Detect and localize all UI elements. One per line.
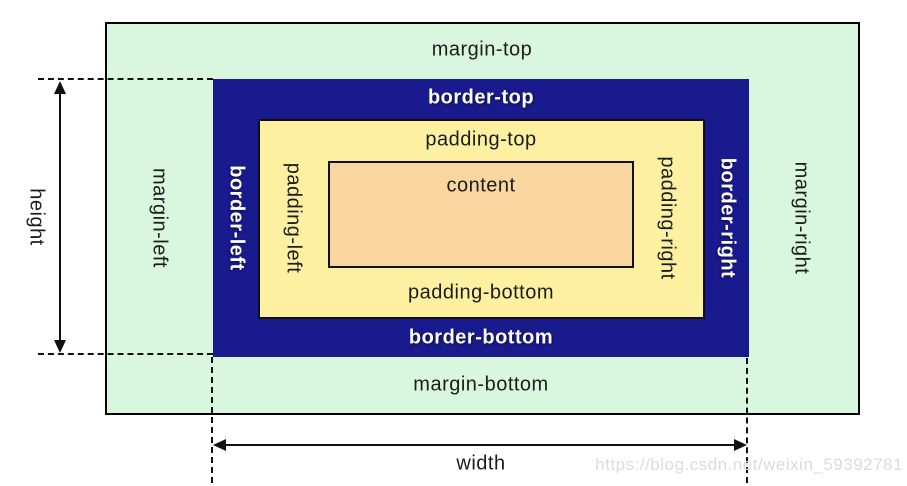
margin-top-label: margin-top (431, 38, 533, 61)
dashed-guide-border-bottom (38, 353, 213, 355)
padding-bottom-label: padding-bottom (408, 281, 554, 304)
dashed-guide-border-left-edge (211, 357, 213, 483)
padding-top-label: padding-top (425, 128, 537, 151)
margin-right-label: margin-right (790, 161, 813, 275)
border-left-label: border-left (225, 165, 248, 271)
margin-left-label: margin-left (148, 168, 171, 268)
height-arrow-line (59, 88, 61, 348)
width-arrow-line (222, 444, 737, 446)
height-label: height (25, 188, 48, 246)
content-label: content (446, 174, 516, 197)
margin-bottom-label: margin-bottom (413, 373, 549, 396)
height-arrow-head-bottom-icon (54, 340, 66, 353)
padding-right-label: padding-right (656, 156, 679, 280)
dashed-guide-border-top (38, 78, 213, 80)
content-box (328, 161, 634, 268)
height-arrow-head-top-icon (54, 81, 66, 94)
border-top-label: border-top (427, 86, 535, 109)
border-bottom-label: border-bottom (408, 326, 554, 349)
border-right-label: border-right (716, 157, 739, 279)
padding-left-label: padding-left (282, 162, 305, 274)
watermark: https://blog.csdn.net/weixin_59392781 (595, 455, 903, 474)
width-arrow-head-right-icon (734, 439, 747, 451)
width-label: width (456, 452, 506, 475)
width-arrow-head-left-icon (213, 439, 226, 451)
dashed-guide-border-right-edge (746, 358, 748, 483)
